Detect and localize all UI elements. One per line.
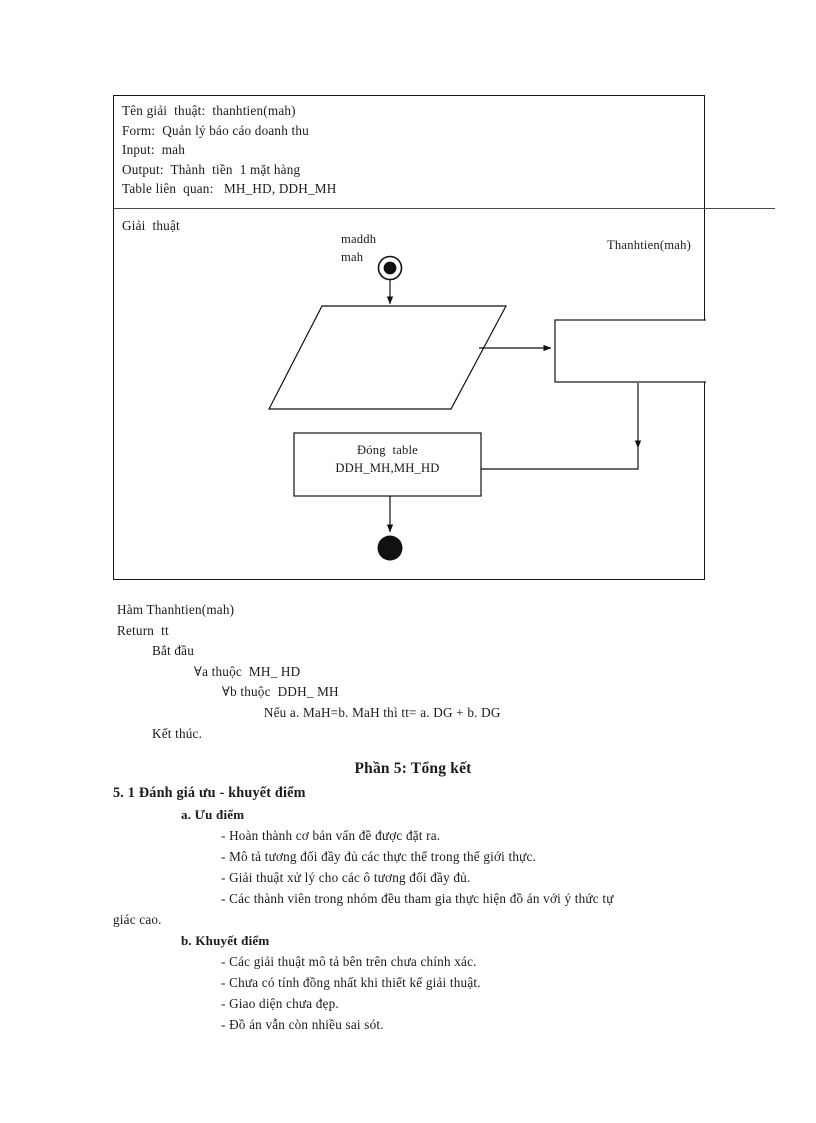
list-item: - Hoàn thành cơ bản vấn đề được đặt ra. [221,828,441,843]
pseudocode-line: ∀a thuộc MH_ HD [117,663,301,679]
input-node-label: maddh mah [341,232,377,264]
list-item: - Mô tả tương đối đầy đủ các thực thể tr… [221,849,537,864]
list-item: - Các thành viên trong nhóm đều tham gia… [221,891,614,906]
edge-process-to-close [481,448,639,470]
part5-section: Phần 5: Tổng kết 5. 1 Đánh giá ưu - khuy… [113,758,713,1035]
pseudocode-block: Hàm Thanhtien(mah) Return tt Bắt đầu ∀a … [117,600,757,744]
pseudocode-line: Return tt [117,622,169,638]
algorithm-body-label: Giải thuật [122,218,180,233]
list-item: - Chưa có tính đồng nhất khi thiết kế gi… [221,975,481,990]
pseudocode-line: ∀b thuộc DDH_ MH [117,684,339,700]
pseudocode-line: Bắt đầu [117,643,195,659]
spec-line-name: Tên giải thuật: thanhtien(mah) [122,103,296,118]
input-parallelogram [268,305,508,410]
spec-header-block: Tên giải thuật: thanhtien(mah) Form: Quả… [122,101,682,199]
list-item: - Đồ án vẫn còn nhiều sai sót. [221,1017,384,1032]
process-node-label: Thanhtien(mah) [607,238,691,252]
list-item: - Giải thuật xử lý cho các ô tương đối đ… [221,870,471,885]
spec-line-tables: Table liên quan: MH_HD, DDH_MH [122,181,337,197]
section-heading: 5. 1 Đánh giá ưu - khuyết điểm [113,785,306,801]
spec-line-input: Input: mah [122,142,185,158]
spec-line-output: Output: Thành tiền 1 mặt hàng [122,161,301,177]
spec-line-form: Form: Quản lý báo cáo doanh thu [122,122,309,138]
list-item: - Các giải thuật mô tả bên trên chưa chí… [221,954,477,969]
list-item: - Giao diện chưa đẹp. [221,996,339,1011]
start-node [377,255,403,281]
advantages-heading: a. Ưu điểm [181,807,245,822]
process-box [554,319,706,383]
algorithm-spec-frame: Tên giải thuật: thanhtien(mah) Form: Quả… [113,95,706,580]
pseudocode-line: Nếu a. MaH=b. MaH thì tt= a. DG + b. DG [117,704,501,720]
pseudocode-line: Hàm Thanhtien(mah) [117,602,235,617]
disadvantages-heading: b. Khuyết điểm [181,933,270,948]
list-item-wrapped-tail: giác cao. [113,912,162,927]
pseudocode-line: Kết thúc. [117,725,203,741]
end-node [377,535,403,561]
spec-header-divider [113,208,775,209]
close-table-node-label: Đóng table DDH_MH,MH_HD [335,443,440,475]
page-title: Phần 5: Tổng kết [354,760,472,777]
